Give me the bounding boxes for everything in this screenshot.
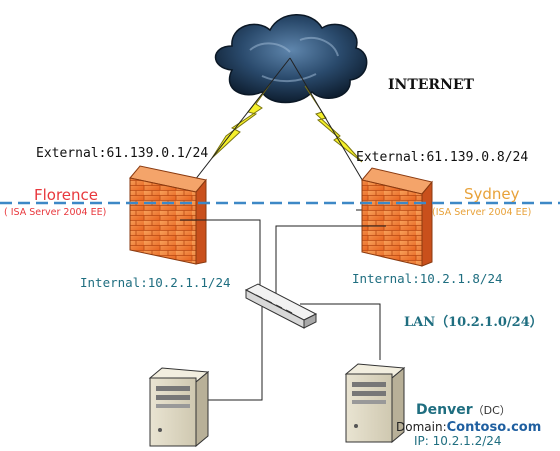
denver-ip: IP: 10.2.1.2/24 [414,434,502,448]
internet-cloud-icon [214,14,368,104]
denver-title: Denver（DC） [416,401,511,417]
denver-domain: Domain:Contoso.com [396,418,541,434]
florence-internal-ip: Internal:10.2.1.1/24 [80,275,231,290]
sydney-site-name: Sydney [464,185,520,203]
firewall-icon [129,165,207,265]
sydney-site-sub: (ISA Server 2004 EE) [432,207,532,218]
sydney-internal-ip: Internal:10.2.1.8/24 [352,271,503,286]
firewall-icon [361,167,433,267]
florence-site-sub: ( ISA Server 2004 EE) [4,207,107,218]
sydney-external-ip: External:61.139.0.8/24 [356,150,529,165]
denver-role: （DC） [472,404,511,417]
internet-label: INTERNET [388,77,474,93]
denver-domain-prefix: Domain: [396,420,447,434]
lan-label: LAN（10.2.1.0/24） [404,315,543,330]
lan-links [180,219,386,401]
florence-external-ip: External:61.139.0.1/24 [36,146,209,161]
server-icon [344,363,406,444]
server-icon [148,367,210,448]
florence-site-name: Florence [34,186,99,204]
denver-name: Denver [416,402,473,418]
switch-icon [244,283,318,329]
denver-domain-name: Contoso.com [446,420,542,435]
